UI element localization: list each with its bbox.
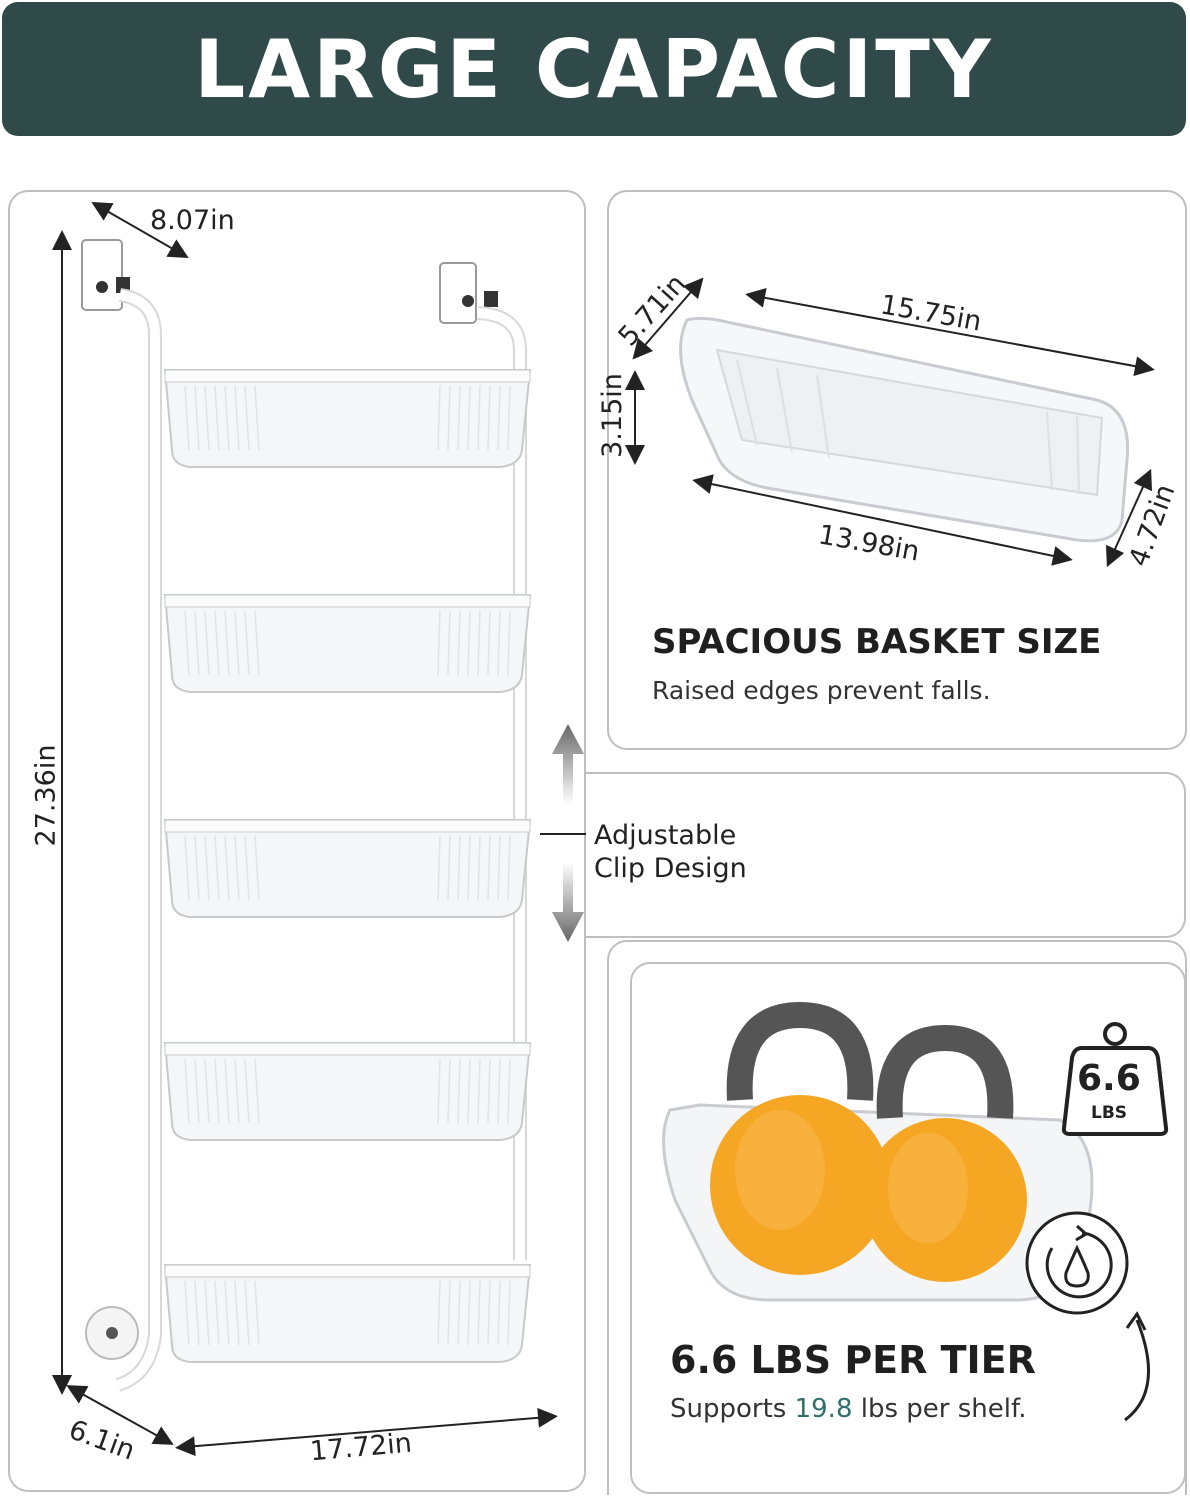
rack-basket [163, 1042, 532, 1141]
weight-badge-unit: LBS [1091, 1103, 1128, 1123]
rack-basket [163, 819, 532, 918]
weight-sub-prefix: Supports [670, 1394, 795, 1424]
basket-height-label: 3.15in [596, 373, 628, 458]
weight-badge-value: 6.6 [1077, 1058, 1141, 1099]
rack-basket [163, 594, 532, 693]
rack-basket [163, 369, 532, 468]
clip-pointer-line [540, 833, 586, 835]
basket-subtitle: Raised edges prevent falls. [652, 676, 991, 705]
curved-arrow-icon [1124, 1311, 1150, 1422]
rack-width-top-label: 8.07in [150, 205, 235, 236]
weight-heading: 6.6 LBS PER TIER [670, 1338, 1036, 1382]
basket-heading: SPACIOUS BASKET SIZE [652, 622, 1102, 662]
adjust-arrows-icon [552, 724, 584, 942]
clip-panel [586, 772, 1186, 938]
clip-label-line2: Clip Design [594, 853, 747, 884]
weight-badge-icon [1061, 1022, 1169, 1136]
door-hook-left [81, 239, 130, 311]
weight-sub-suffix: lbs per shelf. [852, 1394, 1027, 1424]
weight-sub-value: 19.8 [794, 1394, 853, 1424]
basket-illustration [625, 277, 1155, 568]
kettlebell-illustration [662, 1001, 1094, 1302]
header-banner: LARGE CAPACITY [2, 2, 1186, 136]
rack-height-label: 27.36in [30, 744, 62, 847]
banner-title: LARGE CAPACITY [194, 22, 994, 116]
door-hook-right [439, 262, 498, 324]
rack-illustration [52, 202, 558, 1457]
rack-basket [163, 1264, 532, 1363]
weight-subtitle: Supports 19.8 lbs per shelf. [670, 1394, 1027, 1424]
clip-label-line1: Adjustable [594, 820, 737, 851]
rotation-icon [1025, 1211, 1129, 1315]
